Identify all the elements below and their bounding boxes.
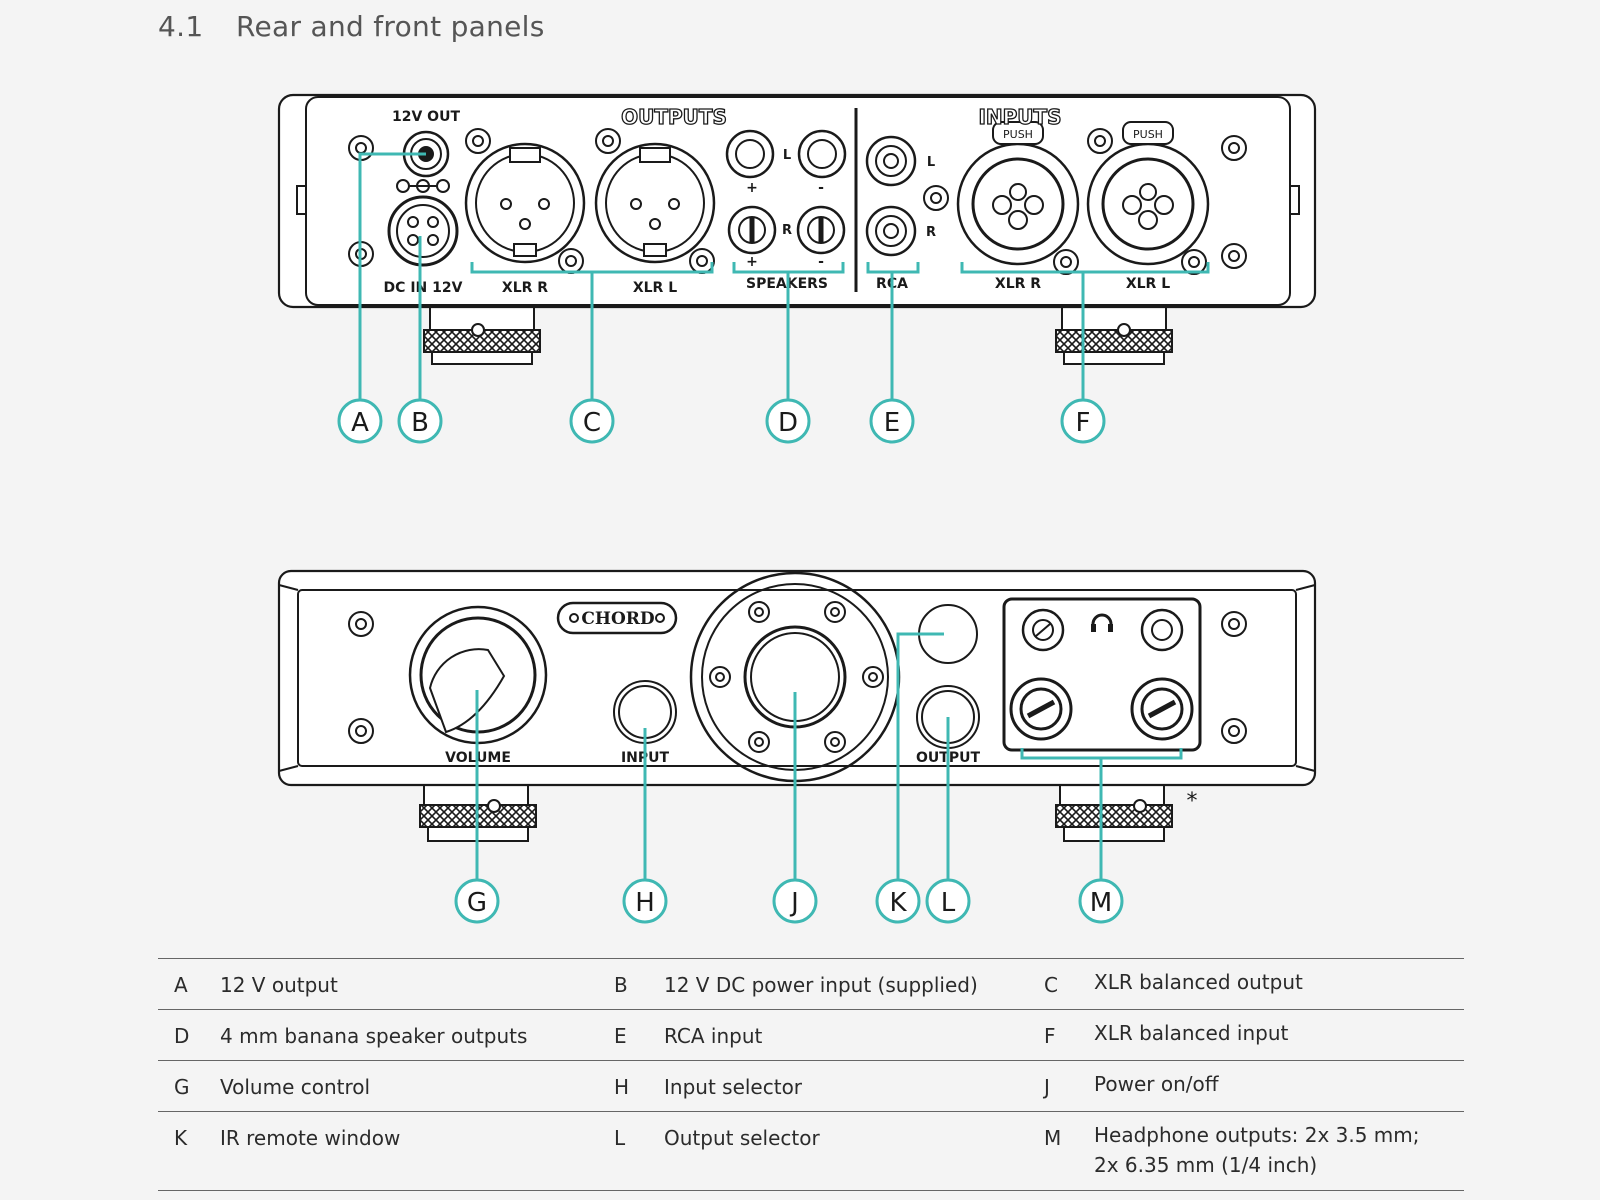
front-callouts: G H J K L M (454, 878, 1124, 924)
legend-code: G (174, 1075, 190, 1099)
speaker-minus-top: - (818, 180, 824, 196)
xlr-r-input-label: XLR R (995, 276, 1041, 292)
legend-text: Input selector (664, 1075, 803, 1099)
section-number: 4.1 (158, 10, 204, 43)
callout-f: F (1076, 408, 1091, 438)
callout-m: M (1090, 888, 1112, 918)
dc-in-label: DC IN 12V (384, 280, 463, 296)
legend-code: J (1044, 1075, 1050, 1099)
section-heading: 4.1 Rear and front panels (158, 10, 545, 43)
legend-text: RCA input (664, 1024, 763, 1048)
xlr-l-output-label: XLR L (633, 280, 677, 296)
dc-in-socket (387, 195, 459, 267)
legend-text: 12 V DC power input (supplied) (664, 973, 978, 997)
xlr-l-output (594, 142, 716, 264)
legend-code: F (1044, 1024, 1056, 1048)
asterisk-mark: * (1187, 789, 1198, 814)
speaker-plus-top: + (746, 180, 758, 196)
push-label-l: PUSH (1133, 128, 1163, 141)
legend-text-multiline: Headphone outputs: 2x 3.5 mm; 2x 6.35 mm… (1064, 1112, 1464, 1191)
inputs-label: INPUTS (978, 105, 1061, 129)
rear-panel (277, 93, 1317, 365)
speaker-terminals (725, 129, 847, 255)
xlr-r-input (956, 121, 1080, 266)
rear-callouts: A B C D E F (337, 398, 1106, 444)
legend-code: M (1044, 1126, 1062, 1150)
xlr-l-input-label: XLR L (1126, 276, 1170, 292)
speaker-plus-bottom: + (746, 254, 758, 270)
legend-code: E (614, 1024, 627, 1048)
rear-callout-lines (358, 152, 1210, 400)
legend-code: L (614, 1126, 626, 1150)
legend-text: Volume control (220, 1075, 371, 1099)
legend-code: K (174, 1126, 188, 1150)
rear-labels: 12V OUT DC IN 12V OUTPUTS INPUTS XLR R X… (384, 104, 1171, 296)
section-title: Rear and front panels (236, 10, 545, 43)
callout-h: H (635, 888, 655, 918)
legend-code: H (614, 1075, 630, 1099)
callout-b: B (411, 408, 429, 438)
rca-left-label: L (927, 155, 935, 170)
rear-foot-left (423, 299, 541, 365)
legend-text: 12 V output (220, 973, 338, 997)
callout-l: L (941, 888, 956, 918)
xlr-l-input (1086, 121, 1210, 266)
legend-text: 4 mm banana speaker outputs (220, 1024, 528, 1048)
callout-d: D (778, 408, 798, 438)
panels-diagram: 12V OUT DC IN 12V OUTPUTS INPUTS XLR R X… (277, 93, 1317, 924)
xlr-r-output-label: XLR R (502, 280, 548, 296)
callout-c: C (583, 408, 601, 438)
legend-table: A 12 V output B 12 V DC power input (sup… (158, 958, 1464, 1191)
legend-row: A 12 V output B 12 V DC power input (sup… (158, 958, 1464, 1010)
xlr-r-output (464, 142, 586, 264)
legend-text-line2: 2x 6.35 mm (1/4 inch) (1094, 1153, 1318, 1177)
brand-label: CHORD (581, 609, 655, 629)
callout-g: G (467, 888, 487, 918)
front-foot-right (1055, 784, 1173, 842)
legend-code: D (174, 1024, 190, 1048)
front-panel (277, 569, 1317, 842)
callout-k: K (889, 888, 907, 918)
legend-code: A (174, 973, 188, 997)
legend-text: Power on/off (1094, 1072, 1219, 1096)
legend-text: XLR balanced output (1094, 970, 1303, 994)
front-chassis (277, 569, 1317, 787)
headphone-icon (1091, 613, 1113, 630)
legend-text: Output selector (664, 1126, 820, 1150)
legend-text-line1: Headphone outputs: 2x 3.5 mm; (1094, 1123, 1420, 1147)
outputs-label: OUTPUTS (621, 105, 727, 129)
rca-right-label: R (926, 225, 936, 240)
legend-text: XLR balanced input (1094, 1021, 1289, 1045)
rca-inputs (865, 135, 917, 257)
speaker-right-label: R (782, 223, 792, 238)
front-face (297, 589, 1297, 767)
twelve-v-out-label: 12V OUT (392, 109, 460, 125)
legend-row: G Volume control H Input selector J Powe… (158, 1061, 1464, 1112)
speaker-left-label: L (783, 148, 791, 163)
callout-a: A (351, 408, 369, 438)
legend-row: D 4 mm banana speaker outputs E RCA inpu… (158, 1010, 1464, 1061)
rear-foot-right (1055, 299, 1173, 365)
legend-code: B (614, 973, 628, 997)
polarity-icon (396, 179, 450, 193)
front-screws (348, 611, 1247, 744)
callout-j: J (789, 888, 799, 918)
legend-text: IR remote window (220, 1126, 401, 1150)
legend-row: K IR remote window L Output selector M H… (158, 1112, 1464, 1191)
speaker-minus-bottom: - (818, 254, 824, 270)
headphone-block (1002, 597, 1202, 752)
front-callout-lines (475, 632, 1183, 880)
callout-e: E (884, 408, 900, 438)
brand-badge (556, 601, 678, 635)
push-label-r: PUSH (1003, 128, 1033, 141)
legend-code: C (1044, 973, 1058, 997)
